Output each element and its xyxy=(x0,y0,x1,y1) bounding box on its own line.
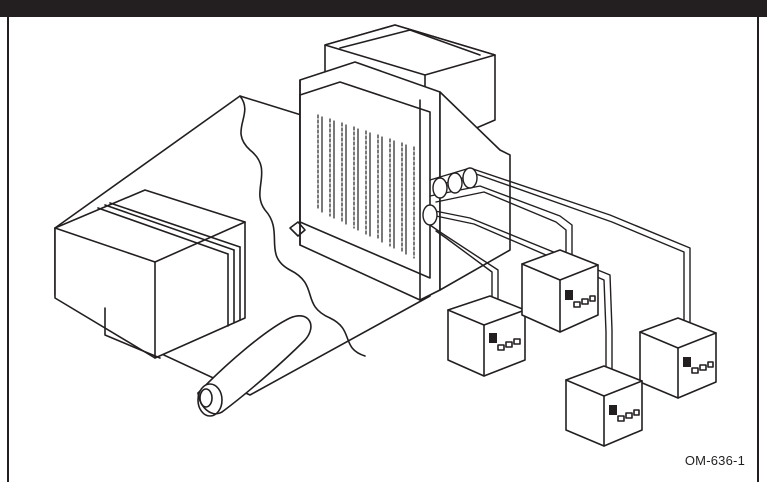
header-bar xyxy=(0,0,767,17)
heater-unit-1 xyxy=(448,296,525,376)
cutaway-region xyxy=(240,96,365,356)
heater-unit-4 xyxy=(566,366,642,446)
heater-unit-2 xyxy=(522,250,598,332)
roller-arm xyxy=(198,316,311,416)
heating-elements xyxy=(318,115,414,258)
heater-unit-3 xyxy=(640,318,716,398)
left-duct xyxy=(55,190,245,358)
cable-runs xyxy=(423,168,690,377)
heater-cabinet xyxy=(290,62,510,300)
left-border-rule xyxy=(7,17,9,482)
figure-reference-code: OM-636-1 xyxy=(684,453,745,468)
right-border-rule xyxy=(757,17,759,482)
